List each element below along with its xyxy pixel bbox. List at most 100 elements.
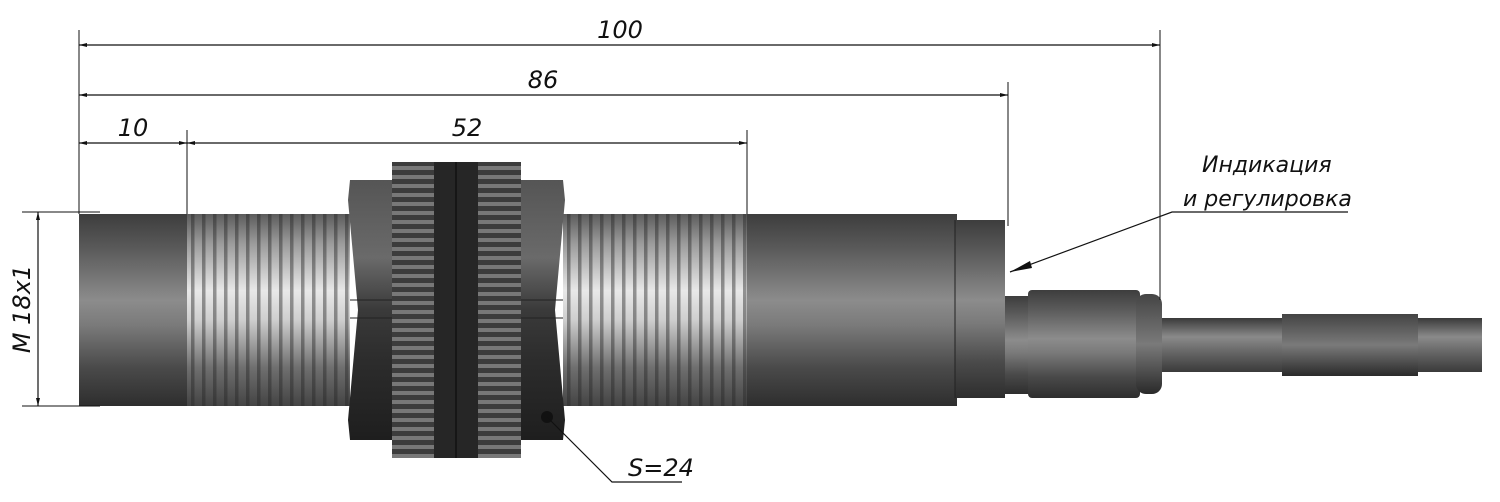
hex-nut-left [348,180,392,440]
washer-tooth [478,409,521,413]
thread-rib [677,214,681,406]
washer-tooth [392,256,434,260]
thread-rib [567,214,571,406]
washer-tooth [392,373,434,377]
thread-rib [345,214,349,406]
dimension-10: 10 [79,114,187,145]
washer-tooth [392,418,434,422]
thread-rib [622,214,626,406]
thread-rib [235,214,239,406]
washer-tooth [478,238,521,242]
sensing-face [79,214,187,406]
extension-lines [22,30,1161,407]
thread-rib [578,214,582,406]
thread-rib [633,214,637,406]
washer-tooth [392,175,434,179]
thread-rib [710,214,714,406]
washer-tooth [478,328,521,332]
thread-left [187,214,350,406]
washer-tooth [392,319,434,323]
washer-tooth [392,337,434,341]
washer-tooth [392,328,434,332]
thread-rib [224,214,228,406]
washer-tooth [478,283,521,287]
thread-rib [323,214,327,406]
washer-tooth [392,301,434,305]
thread-rib [279,214,283,406]
washer-tooth [392,283,434,287]
washer-tooth [392,436,434,440]
thread-rib [589,214,593,406]
washer-tooth [392,292,434,296]
note-adjustment: и регулировка [1183,187,1352,212]
thread-right [563,214,747,406]
thread-rib [246,214,250,406]
thread-ribs [191,214,747,406]
thread-rib [732,214,736,406]
washer-tooth [392,400,434,404]
washer-tooth [478,382,521,386]
washer-tooth [478,211,521,215]
washer-tooth [478,202,521,206]
washer-tooth [478,400,521,404]
dim-label-10: 10 [118,114,149,142]
thread-rib [268,214,272,406]
cable [1160,314,1482,376]
washer-tooth [392,355,434,359]
washer-tooth [478,364,521,368]
thread-rib [257,214,261,406]
dimension-86: 86 [79,66,1008,97]
indication-leader: Индикация и регулировка [1009,153,1352,273]
washer-tooth [392,445,434,449]
washer-tooth [478,445,521,449]
washer-tooth [392,265,434,269]
washer-tooth [392,382,434,386]
thread-rib [688,214,692,406]
washer-tooth [478,436,521,440]
wrench-size-label: S=24 [628,454,694,482]
dimension-100: 100 [79,16,1160,47]
dim-label-thread: M 18x1 [8,265,36,353]
washer-tooth [392,409,434,413]
thread-rib [191,214,195,406]
washer-tooth [478,274,521,278]
cable-sleeve [1282,314,1418,376]
washer-tooth [392,391,434,395]
washer-tooth [478,319,521,323]
thread-rib [290,214,294,406]
washer-tooth [478,427,521,431]
thread-rib [655,214,659,406]
washer-tooth [478,373,521,377]
thread-rib [213,214,217,406]
washer-tooth [392,166,434,170]
washer-tooth [392,247,434,251]
thread-rib [666,214,670,406]
washer-tooth [478,454,521,458]
thread-rib [301,214,305,406]
washer-tooth [392,220,434,224]
cable-gland [1005,290,1162,398]
washer-tooth [392,346,434,350]
washer-tooth [478,391,521,395]
thread-rib [202,214,206,406]
washer-tooth [478,247,521,251]
dimension-52: 52 [187,114,747,145]
dimension-thread: M 18x1 [8,212,40,406]
thread-rib [721,214,725,406]
washer-tooth [392,211,434,215]
thread-rib [600,214,604,406]
washer-tooth [478,193,521,197]
washer-tooth [478,292,521,296]
dim-label-100: 100 [597,16,643,44]
washer-tooth [478,337,521,341]
washer-tooth [478,355,521,359]
washer-tooth [392,364,434,368]
hex-nut-right [521,180,565,440]
washer-tooth [478,265,521,269]
thread-rib [334,214,338,406]
washer-tooth [392,427,434,431]
thread-rib [644,214,648,406]
thread-rib [611,214,615,406]
washer-tooth [478,346,521,350]
